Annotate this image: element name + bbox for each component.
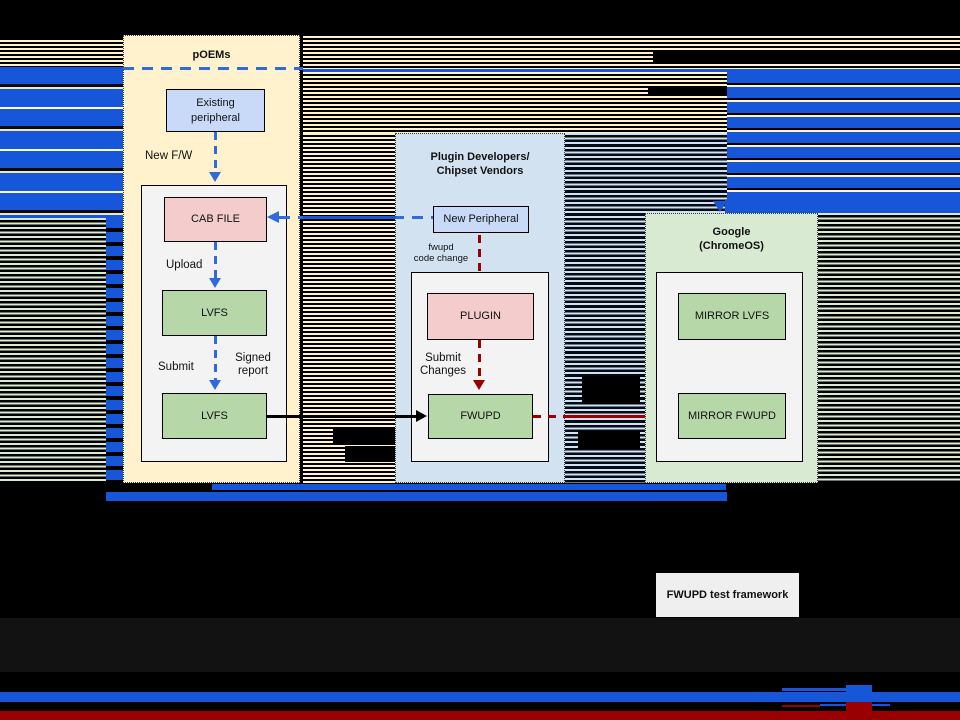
group-plugin-vendors-title: Plugin Developers/ Chipset Vendors (430, 151, 530, 178)
glitch-triangle (713, 201, 727, 212)
node-new-peripheral: New Peripheral (433, 206, 529, 233)
glitch-blob (333, 428, 395, 443)
node-mirror-fwupd: MIRROR FWUPD (678, 393, 786, 439)
arrow-lvfs-to-fwupd (267, 415, 417, 418)
arrow-cabfile-to-lvfs (214, 242, 217, 278)
glitch-blob (345, 446, 395, 462)
edge-label-signed-report: Signed report (235, 352, 271, 378)
glitch-blue-band (0, 67, 123, 218)
glitch-blue-band (725, 200, 960, 213)
glitch-stripe-band (818, 213, 960, 483)
edge-label-submit: Submit (158, 361, 194, 373)
glitch-blue-bar (212, 484, 726, 490)
bottom-blue-bar (0, 692, 960, 702)
edge-label-fwupd-code-change: fwupd code change (413, 242, 469, 265)
glitch-stripe-band (0, 218, 106, 483)
arrow-plugin-to-fwupd-head (473, 380, 485, 390)
glitch-blue-bars (727, 72, 960, 200)
arrow-newperipheral-to-plugin (478, 235, 481, 272)
glitch-blue-line (782, 688, 846, 691)
arrow-existing-to-cabfile-head (209, 172, 221, 182)
glitch-stripe-band (645, 133, 727, 213)
glitch-blob (653, 52, 960, 62)
glitch-stripe-band (565, 133, 645, 483)
arrow-lvfs-to-lvfs-head (209, 380, 221, 390)
glitch-red-blob (846, 702, 872, 712)
group-google-title: Google (ChromeOS) (699, 226, 764, 253)
node-cab-file: CAB FILE (164, 197, 267, 242)
glitch-blob (582, 376, 640, 404)
node-mirror-lvfs: MIRROR LVFS (678, 293, 786, 340)
glitch-blob (648, 86, 727, 95)
group-poems-title: pOEMs (192, 49, 231, 61)
glitch-blue-line (303, 69, 960, 72)
glitch-red-line (782, 705, 820, 707)
arrow-lvfs-to-fwupd-head (416, 410, 427, 422)
arrow-newperipheral-glitch-solid (303, 216, 396, 219)
node-test-framework: FWUPD test framework (656, 573, 799, 617)
glitch-blob (578, 431, 640, 449)
node-existing-peripheral: Existing peripheral (166, 89, 265, 132)
glitch-dash-column (106, 218, 123, 483)
bottom-red-bar (0, 711, 960, 720)
arrow-existing-to-cabfile (214, 132, 217, 172)
edge-label-new-fw: New F/W (145, 150, 193, 162)
edge-label-upload: Upload (166, 259, 203, 271)
glitch-charcoal-band (0, 618, 960, 672)
node-plugin: PLUGIN (427, 293, 534, 340)
arrow-lvfs-to-lvfs (214, 336, 217, 380)
glitch-stripe-band (0, 40, 123, 67)
glitch-blue-bar (106, 492, 727, 501)
glitch-stripe-band (303, 133, 395, 483)
node-lvfs-upper: LVFS (162, 290, 267, 336)
arrow-newperipheral-to-cabfile-head (267, 211, 279, 223)
node-fwupd: FWUPD (428, 394, 533, 439)
edge-label-submit-changes: Submit Changes (419, 352, 467, 378)
arrow-fwupd-glitch-solid (565, 415, 645, 418)
arrow-plugin-to-fwupd (478, 340, 481, 380)
poems-divider-dashed-line (123, 67, 303, 70)
node-lvfs-lower: LVFS (162, 393, 267, 439)
arrow-cabfile-to-lvfs-head (209, 278, 221, 288)
